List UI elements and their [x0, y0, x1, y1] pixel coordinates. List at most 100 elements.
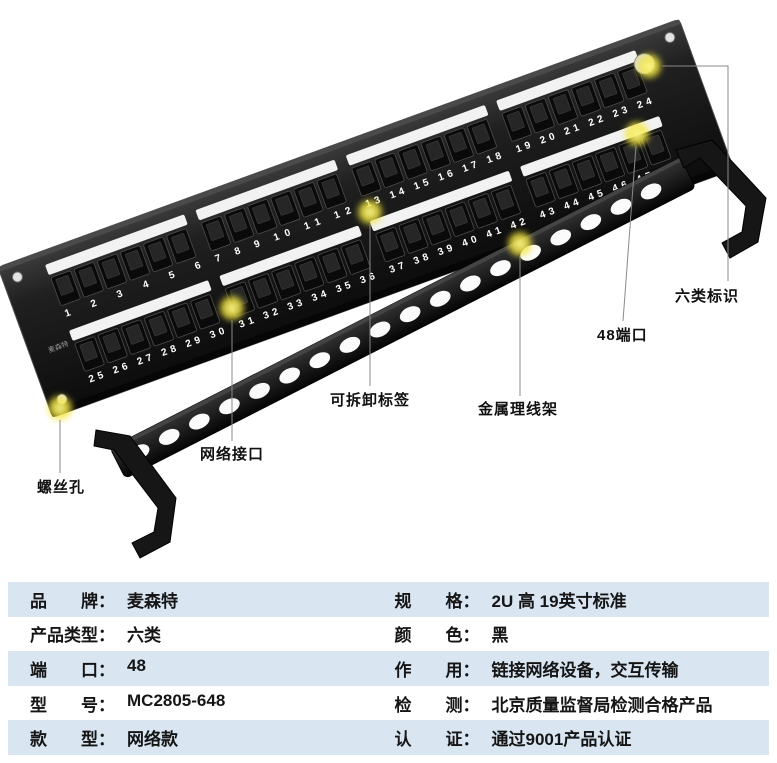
highlight-glow	[220, 296, 244, 320]
rj45-port-opening	[552, 94, 571, 115]
port-label-strip	[69, 280, 212, 341]
bar-top-bevel	[110, 158, 682, 451]
rj45-port-opening	[321, 178, 340, 199]
port-label-strip	[219, 225, 362, 286]
highlight-glow	[508, 232, 532, 256]
rj45-port-opening	[125, 324, 144, 345]
rj45-port-opening	[599, 151, 619, 172]
spec-label: 颜 色：	[394, 626, 480, 646]
cable-slot	[640, 183, 662, 200]
callout-label-ports48: 48端口	[597, 327, 648, 344]
rj45-port-opening	[576, 85, 595, 107]
screw-hole	[664, 31, 676, 43]
spec-value: 48	[127, 655, 146, 675]
spec-label: 型 号：	[30, 695, 115, 715]
table-row: 产品类型： 六类 颜 色： 黑	[8, 616, 769, 652]
cable-slot	[460, 275, 481, 292]
cable-slot	[158, 428, 180, 445]
rj45-port-opening	[529, 102, 548, 124]
spec-label: 端 口：	[30, 660, 115, 680]
port-label-strip	[496, 50, 639, 111]
rj45-port-opening	[402, 148, 421, 170]
rj45-port-opening	[553, 168, 572, 189]
rj45-port-opening	[599, 77, 618, 98]
rj45-port-opening	[102, 332, 121, 353]
rj45-port-opening	[55, 275, 74, 296]
port-label-strip	[346, 105, 488, 166]
cable-slot	[189, 413, 210, 430]
rj45-port-opening	[426, 214, 445, 236]
rj45-port-opening	[299, 260, 318, 282]
port-label-strip	[45, 214, 188, 275]
spec-label: 产品类型：	[30, 626, 115, 646]
highlight-glow	[48, 396, 72, 420]
right-hook-bracket	[675, 139, 767, 259]
rj45-port-opening	[322, 252, 341, 274]
spec-label: 品 牌：	[30, 591, 115, 611]
highlight-glow	[625, 122, 649, 146]
spec-label: 款 型：	[30, 730, 115, 750]
rj45-port-opening	[425, 140, 444, 161]
rj45-port-opening	[403, 223, 422, 244]
rj45-port-opening	[471, 123, 490, 145]
cable-slot	[580, 214, 602, 231]
rj45-port-opening	[449, 206, 468, 227]
spec-value: 北京质量监督局检测合格产品	[491, 695, 713, 715]
rj45-port-opening	[229, 212, 248, 233]
rj45-port-opening	[195, 298, 214, 320]
callout-label-network-port: 网络接口	[200, 446, 265, 463]
rj45-port-opening	[495, 189, 514, 210]
port-label-strip	[370, 171, 512, 232]
rj45-port-opening	[148, 315, 168, 337]
spec-label: 规 格：	[394, 591, 480, 611]
spec-label: 作 用：	[394, 660, 480, 680]
spec-value: 六类	[127, 626, 161, 646]
rj45-port-opening	[275, 195, 294, 216]
rj45-port-opening	[276, 269, 295, 290]
rj45-port-opening	[530, 176, 549, 198]
spec-table: 品 牌：麦森特 规 格：2U 高 19英寸标准 产品类型：六类 颜 色：黑 端 …	[8, 582, 769, 755]
rj45-port-opening	[124, 249, 144, 271]
callout-line-cat6	[662, 65, 729, 281]
spec-value: 麦森特	[127, 591, 178, 611]
cable-slot	[369, 321, 391, 338]
spec-label: 检 测：	[394, 695, 480, 715]
rj45-port-opening	[448, 132, 467, 153]
rj45-port-opening	[380, 231, 399, 252]
spec-value: 黑	[491, 626, 509, 646]
cable-slot	[610, 198, 632, 215]
callout-label-screw-hole: 螺丝孔	[37, 479, 86, 496]
spec-value: 通过9001产品认证	[491, 730, 632, 750]
callout-label-cable-manager: 金属理线架	[478, 401, 559, 418]
cable-slot	[279, 367, 300, 384]
rj45-port-opening	[148, 241, 167, 262]
cable-slot	[339, 336, 361, 353]
table-row: 端 口： 48 作 用： 链接网络设备，交互传输	[8, 651, 769, 686]
rj45-port-opening	[101, 258, 120, 279]
cable-slot	[429, 290, 451, 307]
cable-management-bar	[110, 158, 695, 478]
spec-value: MC2805-648	[127, 690, 226, 710]
spec-label: 认 证：	[394, 730, 480, 750]
rj45-port-opening	[472, 197, 491, 219]
highlight-glow	[637, 54, 661, 78]
rj45-port-opening	[345, 244, 364, 265]
cable-slot	[550, 229, 572, 246]
rj45-port-opening	[252, 203, 271, 225]
table-row: 型 号： MC2805-648 检 测： 北京质量监督局检测合格产品	[8, 685, 769, 721]
highlight-glow	[358, 200, 382, 224]
rj45-port-opening	[646, 134, 665, 156]
rj45-port-opening	[78, 266, 97, 288]
cable-slot	[490, 260, 511, 277]
left-hook-bracket	[93, 429, 177, 559]
callout-label-removable-label: 可拆卸标签	[330, 392, 411, 409]
panel-top-bevel	[0, 19, 681, 272]
port-label-strip	[195, 160, 338, 220]
rj45-port-opening	[253, 277, 272, 299]
rj45-port-opening	[298, 186, 317, 208]
spec-value: 链接网络设备，交互传输	[491, 660, 679, 680]
cable-slot	[309, 352, 331, 369]
